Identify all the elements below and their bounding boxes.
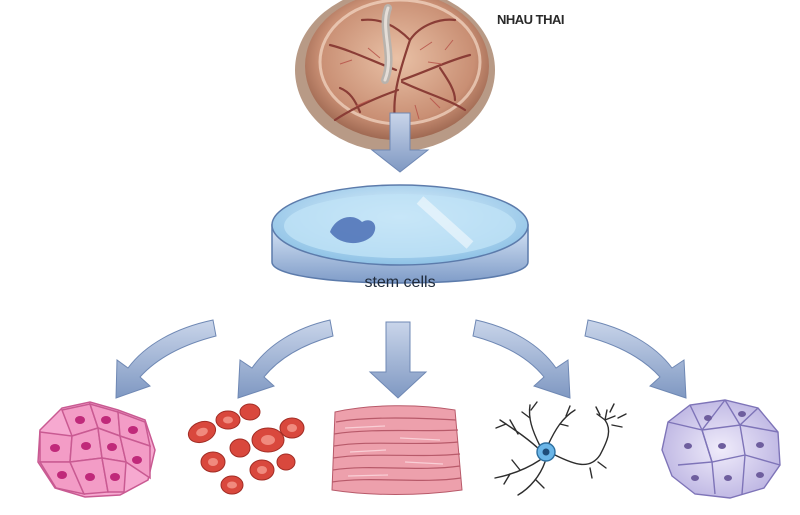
arrow-down-to-dish bbox=[370, 112, 430, 173]
red-blood-cells-icon bbox=[187, 403, 305, 495]
fat-cells-icon bbox=[661, 399, 781, 499]
skin-cells-icon bbox=[37, 401, 156, 498]
stem-cells-label: stem cells bbox=[364, 274, 436, 291]
placenta-label: NHAU THAI bbox=[497, 12, 565, 27]
nerve-cell-icon bbox=[494, 401, 627, 496]
arrow-to-skin-cells bbox=[115, 319, 217, 399]
placenta-icon bbox=[295, 0, 495, 152]
arrow-to-nerve-cell bbox=[472, 319, 571, 399]
arrow-to-red-blood-cells bbox=[237, 319, 334, 399]
arrow-to-muscle-cells bbox=[368, 321, 428, 399]
arrow-to-fat-cells bbox=[584, 319, 687, 399]
petri-dish-icon bbox=[271, 184, 529, 284]
muscle-cells-icon bbox=[331, 405, 463, 495]
